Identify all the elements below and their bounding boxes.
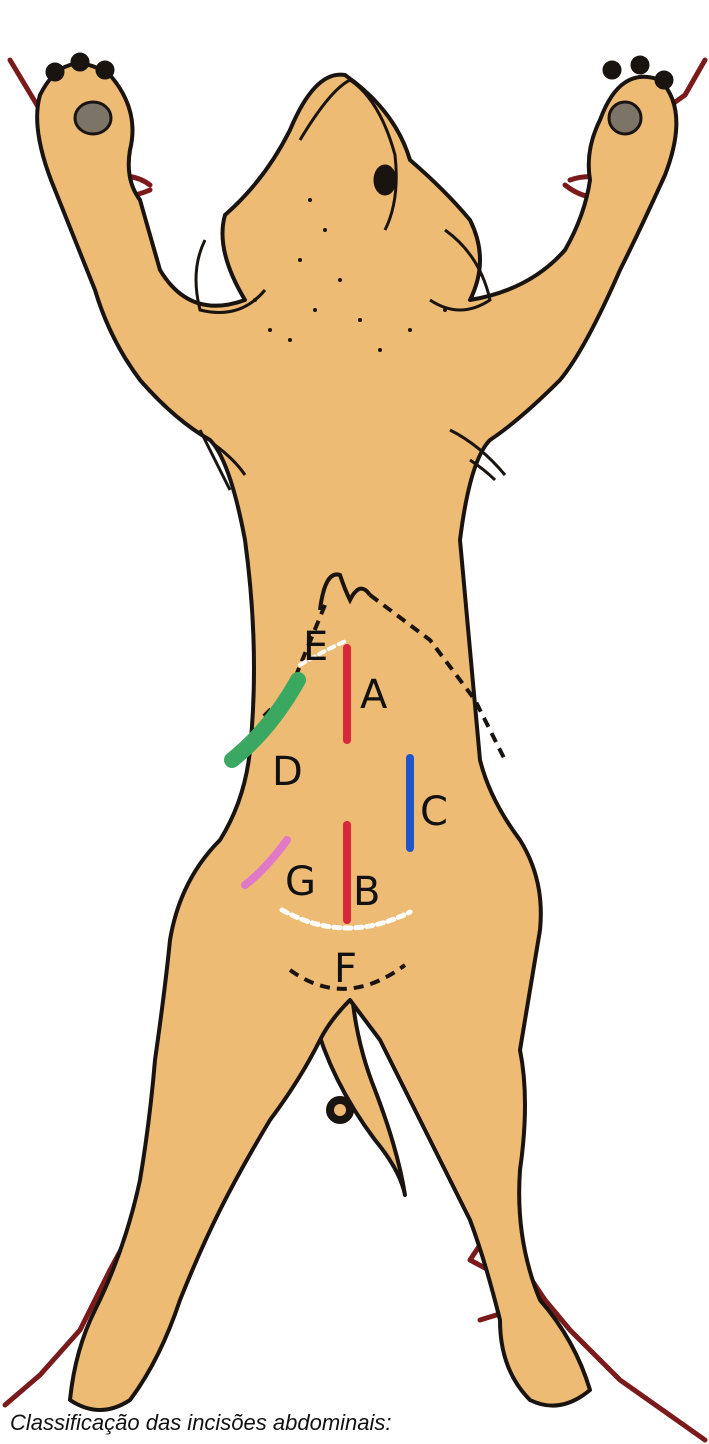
label-D: D [272, 749, 303, 795]
label-E: E [303, 624, 328, 670]
label-G: G [285, 859, 316, 905]
figure-caption: Classificação das incisões abdominais: [10, 1410, 392, 1436]
paw-toe-fr-2 [632, 57, 648, 73]
nose-icon [375, 166, 395, 194]
paw-toe-fl-3 [97, 62, 113, 78]
paw-toe-fr-1 [604, 62, 620, 78]
paw-toe-fl-2 [72, 54, 88, 70]
paw-pad-front-left [75, 102, 111, 134]
label-A: A [360, 672, 388, 718]
paw-pad-front-right [609, 102, 641, 134]
paw-toe-fr-3 [656, 72, 672, 88]
label-F: F [334, 946, 357, 992]
dog-torso [37, 64, 676, 1410]
label-B: B [353, 869, 380, 915]
paw-toe-fl-1 [47, 64, 63, 80]
dog-body [37, 64, 676, 1410]
label-C: C [420, 789, 448, 835]
